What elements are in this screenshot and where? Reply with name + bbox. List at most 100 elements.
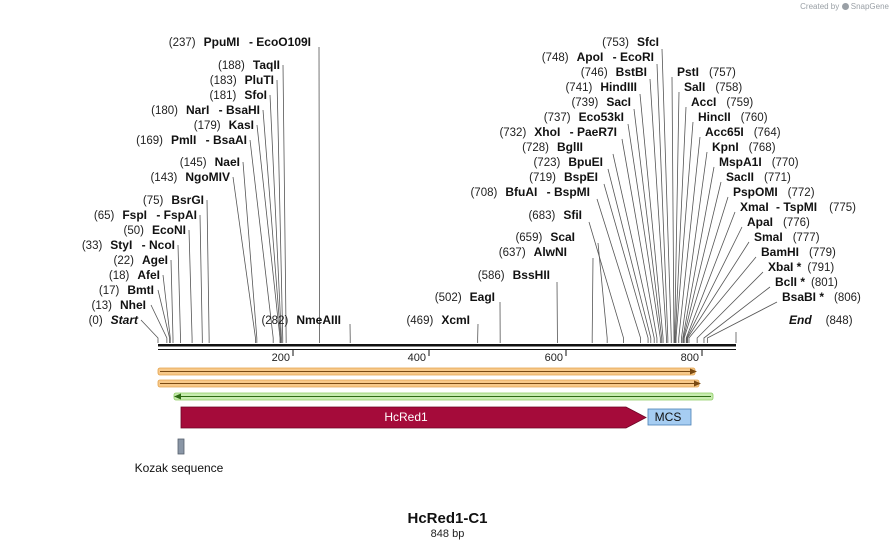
site-label-afei[interactable]: (18)AfeI	[109, 268, 160, 282]
ruler-tick-label: 800	[681, 352, 699, 364]
feature-kozak[interactable]: Kozak sequence	[135, 438, 224, 475]
watermark: Created by SnapGene	[800, 2, 889, 11]
site-label-styi-ncoi[interactable]: (33)StyI - NcoI	[82, 238, 175, 252]
site-label-nmeaiii[interactable]: (282)NmeAIII	[261, 313, 341, 327]
site-label-acci[interactable]: AccI(759)	[691, 95, 753, 109]
site-label-hindiii[interactable]: (741)HindIII	[565, 80, 637, 94]
plasmid-map: 200 400 600 800 (0)Start (13)NheI (17)Bm…	[82, 35, 861, 475]
site-label-ngomiv[interactable]: (143)NgoMIV	[150, 170, 230, 184]
right-site-labels: PstI(757) SalI(758) AccI(759) HincII(760…	[677, 65, 861, 327]
site-leader-line	[706, 301, 778, 343]
site-label-agei[interactable]: (22)AgeI	[114, 253, 168, 267]
site-label-bsshii[interactable]: (586)BssHII	[478, 268, 550, 282]
site-label-bstbi[interactable]: (746)BstBI	[581, 65, 647, 79]
site-label-alwni[interactable]: (637)AlwNI	[499, 245, 567, 259]
site-label-bpuei[interactable]: (723)BpuEI	[533, 155, 603, 169]
site-leader-line	[688, 256, 757, 343]
site-label-econi[interactable]: (50)EcoNI	[124, 223, 186, 237]
site-label-bfuai-bspmi[interactable]: (708)BfuAI - BspMI	[470, 185, 590, 199]
site-label-sfii[interactable]: (683)SfiI	[528, 208, 582, 222]
site-leader-line	[685, 211, 736, 343]
map-subtitle: 848 bp	[430, 528, 465, 540]
site-leader-line	[607, 168, 652, 343]
site-label-pmli-bsaai[interactable]: (169)PmlI - BsaAI	[136, 133, 247, 147]
site-label-nari-bsahi[interactable]: (180)NarI - BsaHI	[151, 103, 260, 117]
site-leader-line	[678, 136, 701, 343]
orf-forward-1[interactable]	[157, 367, 697, 376]
site-leader-line	[199, 214, 203, 343]
site-leader-line	[603, 183, 649, 343]
site-label-sfoi[interactable]: (181)SfoI	[209, 88, 267, 102]
site-label-bsabi[interactable]: BsaBI *(806)	[782, 290, 861, 304]
site-leader-line	[656, 63, 669, 343]
feature-mcs[interactable]: MCS	[647, 408, 692, 426]
site-label-ppumi-ecoo109i[interactable]: (237)PpuMI - EcoO109I	[169, 35, 311, 49]
site-label-kasi[interactable]: (179)KasI	[194, 118, 254, 132]
site-leader-line	[150, 304, 168, 343]
site-leader-line	[683, 181, 722, 343]
site-label-naei[interactable]: (145)NaeI	[180, 155, 240, 169]
site-leader-line	[249, 139, 274, 343]
left-site-labels: (0)Start (13)NheI (17)BmtI (18)AfeI (22)…	[82, 35, 311, 327]
site-leader-line	[686, 226, 743, 343]
site-label-saci[interactable]: (739)SacI	[571, 95, 631, 109]
feature-hcred1[interactable]: HcRed1	[180, 406, 647, 429]
orf-reverse[interactable]	[173, 392, 714, 401]
site-label-taqii[interactable]: (188)TaqII	[218, 58, 280, 72]
site-label-xmai-tspmi[interactable]: XmaI - TspMI(775)	[740, 200, 856, 214]
site-label-start[interactable]: (0)Start	[89, 313, 139, 327]
site-leader-line	[661, 48, 672, 343]
site-label-kpni[interactable]: KpnI(768)	[712, 140, 776, 154]
orf-forward-2[interactable]	[157, 379, 701, 388]
site-label-bmti[interactable]: (17)BmtI	[99, 283, 154, 297]
site-leader-line	[639, 93, 664, 343]
site-label-end[interactable]: End(848)	[789, 313, 853, 327]
site-label-sali[interactable]: SalI(758)	[684, 80, 742, 94]
site-leader-line	[256, 124, 281, 343]
site-label-sfci[interactable]: (753)SfcI	[602, 35, 659, 49]
site-label-apoi-ecori[interactable]: (748)ApoI - EcoRI	[542, 50, 654, 64]
site-label-apai[interactable]: ApaI(776)	[747, 215, 810, 229]
site-label-bglii[interactable]: (728)BglII	[522, 140, 583, 154]
site-leader-line	[206, 199, 210, 343]
site-label-bcli[interactable]: BclI *(801)	[775, 275, 838, 289]
site-label-psti[interactable]: PstI(757)	[677, 65, 736, 79]
site-leader-line	[242, 161, 258, 343]
site-label-pluti[interactable]: (183)PluTI	[210, 73, 274, 87]
site-label-bsrgi[interactable]: (75)BsrGI	[143, 193, 204, 207]
site-label-mspa1i[interactable]: MspA1I(770)	[719, 155, 799, 169]
site-label-xcmi[interactable]: (469)XcmI	[406, 313, 470, 327]
site-leader-line	[282, 64, 287, 343]
site-leader-line	[177, 244, 181, 343]
site-label-sacii[interactable]: SacII(771)	[726, 170, 791, 184]
site-label-scai[interactable]: (659)ScaI	[515, 230, 575, 244]
site-leader-line	[591, 257, 594, 343]
site-label-eagi[interactable]: (502)EagI	[435, 290, 495, 304]
site-leader-line	[687, 241, 750, 343]
site-leader-line	[588, 221, 624, 343]
site-leader-line	[596, 198, 641, 343]
map-title: HcRed1-C1	[407, 510, 488, 527]
site-leader-line	[188, 229, 193, 343]
site-label-hincii[interactable]: HincII(760)	[698, 110, 768, 124]
site-label-xbai[interactable]: XbaI *(791)	[768, 260, 834, 274]
site-label-smai[interactable]: SmaI(777)	[754, 230, 820, 244]
site-leader-line	[612, 153, 655, 343]
site-label-nhei[interactable]: (13)NheI	[92, 298, 146, 312]
site-label-pspomi[interactable]: PspOMI(772)	[733, 185, 815, 199]
site-label-xhoi-paer7i[interactable]: (732)XhoI - PaeR7I	[499, 125, 617, 139]
site-leader-line	[140, 319, 159, 343]
site-leader-line	[269, 94, 282, 343]
middle-site-labels: (282)NmeAIII (469)XcmI (502)EagI (586)Bs…	[261, 35, 659, 327]
site-leader-line	[597, 242, 608, 343]
site-leader-line	[674, 91, 680, 343]
site-label-acc65i[interactable]: Acc65I(764)	[705, 125, 781, 139]
site-label-bspei[interactable]: (719)BspEI	[529, 170, 598, 184]
site-label-eco53ki[interactable]: (737)Eco53kI	[544, 110, 624, 124]
site-leader-line	[671, 76, 675, 343]
site-label-bamhi[interactable]: BamHI(779)	[761, 245, 836, 259]
site-label-fspi-fspai[interactable]: (65)FspI - FspAI	[94, 208, 197, 222]
site-leader-line	[682, 166, 715, 343]
site-leader-line	[675, 121, 694, 343]
watermark-brand: SnapGene	[850, 2, 889, 11]
